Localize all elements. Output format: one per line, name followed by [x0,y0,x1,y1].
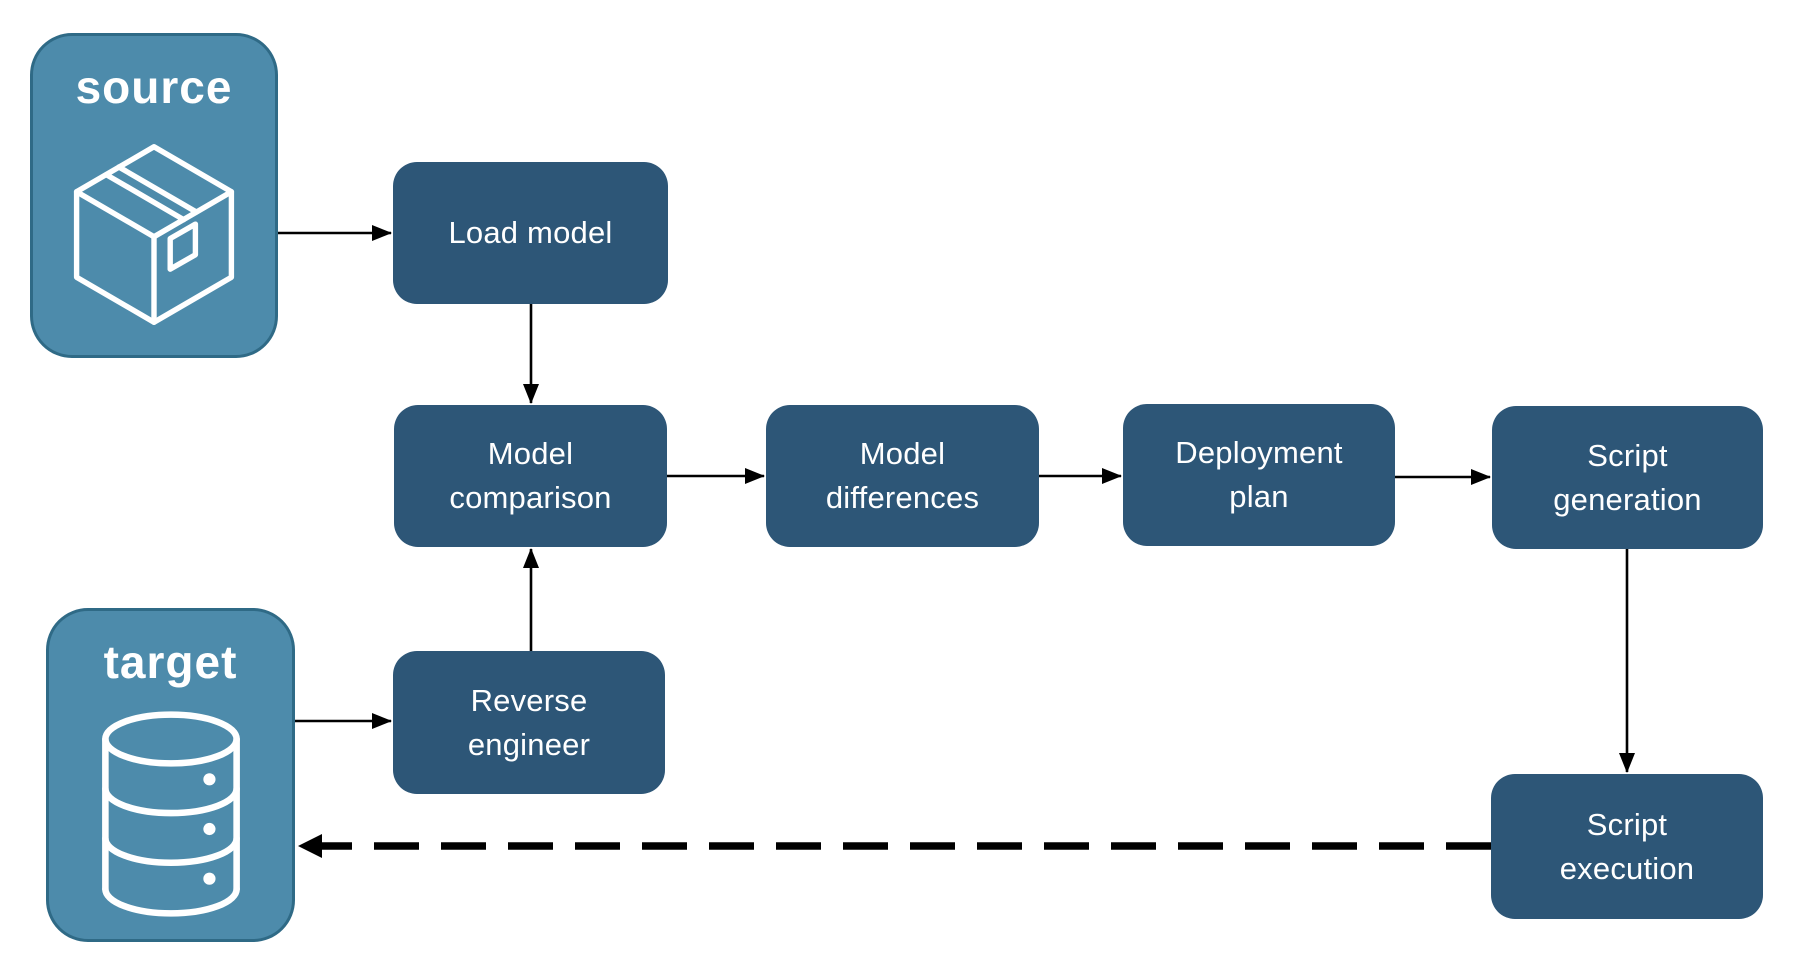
node-load-model: Load model [393,162,668,304]
package-icon [73,144,235,325]
node-script-execution-label: Script execution [1559,806,1695,886]
endpoint-source: source [30,33,278,358]
node-load-model-label: Load model [448,215,613,250]
node-model-comparison: Model comparison [394,405,667,547]
endpoint-target: target [46,608,295,942]
node-script-generation-label: Script generation [1553,437,1702,517]
node-model-differences: Model differences [766,405,1039,547]
node-script-generation: Script generation [1492,406,1763,549]
endpoint-source-label: source [75,61,233,113]
node-reverse-engineer-label: Reverse engineer [467,682,591,762]
database-icon [101,711,240,917]
node-reverse-engineer: Reverse engineer [393,651,665,794]
node-model-differences-label: Model differences [825,436,980,515]
node-deployment-plan: Deployment plan [1123,404,1395,546]
database-icon-wrap [49,689,292,939]
node-deployment-plan-label: Deployment plan [1175,435,1343,514]
package-icon-wrap [33,114,275,355]
node-model-comparison-label: Model comparison [449,436,612,515]
endpoint-target-label: target [103,636,238,688]
node-script-execution: Script execution [1491,774,1763,919]
